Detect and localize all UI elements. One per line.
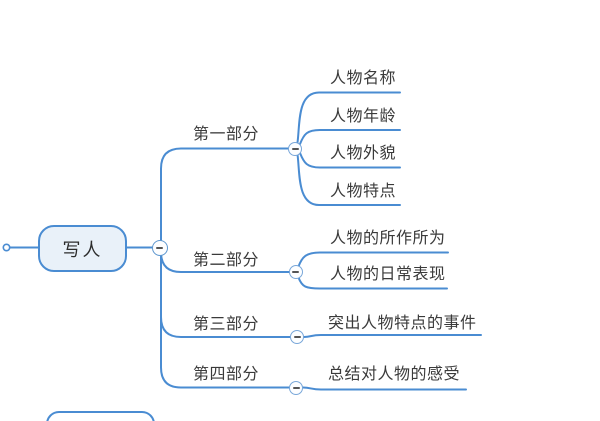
connector-trunk xyxy=(160,147,291,389)
collapse-button-branch4[interactable] xyxy=(289,380,303,395)
collapse-button-root[interactable] xyxy=(151,239,168,256)
minus-icon xyxy=(156,246,163,249)
connector-b2-child1 xyxy=(297,251,449,268)
subtopic-3-1[interactable]: 突出人物特点的事件 xyxy=(328,315,477,332)
minus-icon xyxy=(292,386,300,389)
subtopic-2-2[interactable]: 人物的日常表现 xyxy=(330,266,446,283)
subtopic-1-2[interactable]: 人物年龄 xyxy=(330,108,397,125)
branch-topic-3[interactable]: 第三部分 xyxy=(193,316,260,333)
connector-b2-child2 xyxy=(297,276,448,290)
connector-branch3 xyxy=(160,316,291,338)
connector-b1-child2 xyxy=(299,129,401,145)
connector-b3-child1 xyxy=(303,334,482,338)
collapse-button-branch3[interactable] xyxy=(290,330,304,344)
branch-topic-2[interactable]: 第二部分 xyxy=(193,252,260,269)
parent-anchor-dot xyxy=(2,243,11,252)
connector-b1-child1 xyxy=(296,91,401,144)
root-topic[interactable]: 写人 xyxy=(38,225,127,272)
subtopic-1-3[interactable]: 人物外貌 xyxy=(330,145,397,162)
connector-b4-child1 xyxy=(302,386,467,391)
collapse-button-branch1[interactable] xyxy=(288,141,302,156)
connector-branch2 xyxy=(160,251,290,273)
connector-b1-child4 xyxy=(296,153,401,206)
minus-icon xyxy=(293,336,301,338)
connector-b1-child3 xyxy=(299,152,401,169)
subtopic-1-4[interactable]: 人物特点 xyxy=(330,183,397,200)
collapse-button-branch2[interactable] xyxy=(288,265,303,279)
root-topic-label: 写人 xyxy=(62,239,103,260)
partial-topic-bottom[interactable] xyxy=(46,411,155,421)
subtopic-2-1[interactable]: 人物的所作所为 xyxy=(330,230,446,247)
minus-icon xyxy=(292,271,299,273)
minus-icon xyxy=(291,147,299,150)
subtopic-1-1[interactable]: 人物名称 xyxy=(330,70,397,87)
branch-topic-4[interactable]: 第四部分 xyxy=(193,366,260,383)
branch-topic-1[interactable]: 第一部分 xyxy=(193,126,260,143)
subtopic-4-1[interactable]: 总结对人物的感受 xyxy=(328,366,461,383)
